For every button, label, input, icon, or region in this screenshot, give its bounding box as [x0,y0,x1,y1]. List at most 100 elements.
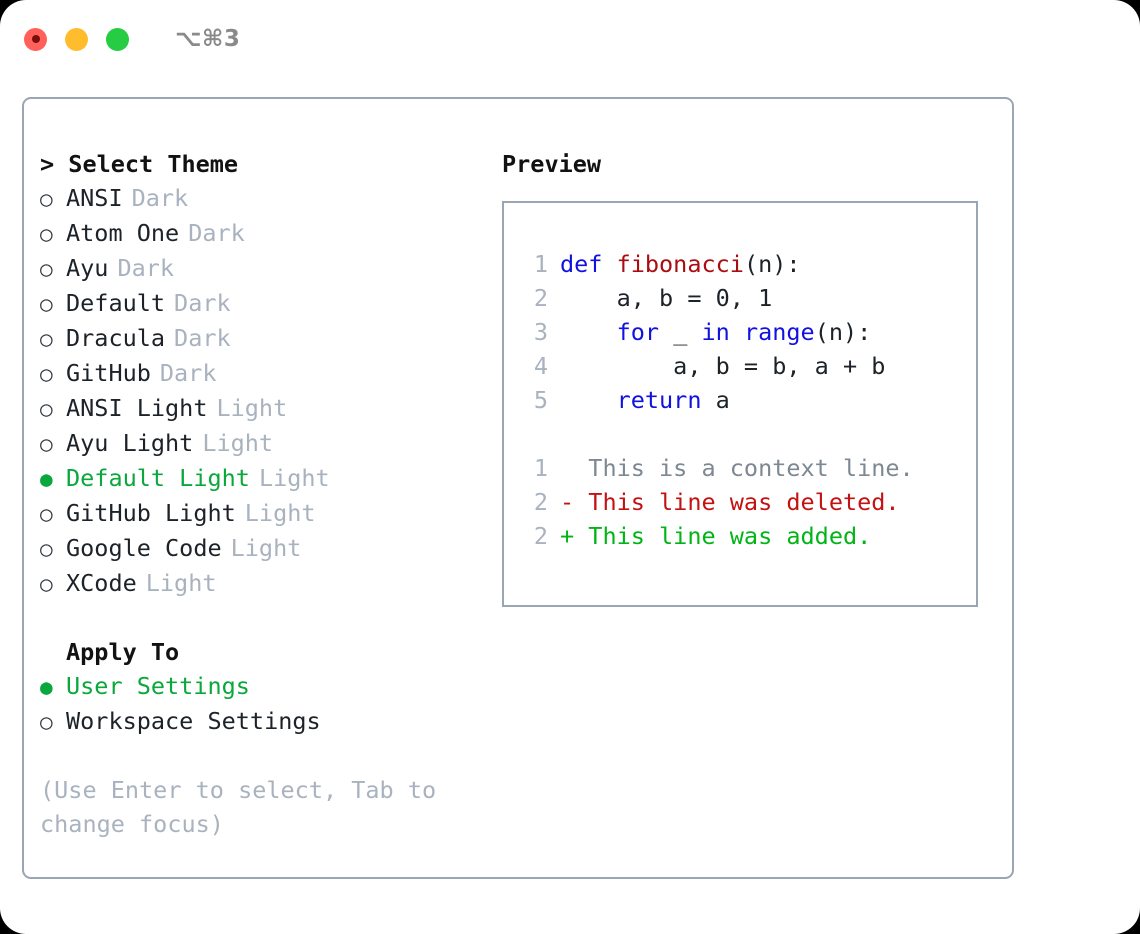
code-line: 3 for _ in range(n): [520,315,976,349]
theme-option-tag: Dark [174,324,231,352]
code-token-plain: a [701,386,730,414]
theme-option-tag: Light [145,569,217,597]
theme-option-ansi[interactable]: ○ ANSI Dark [40,181,500,216]
title-bar: ⌥⌘3 [0,0,1140,78]
keyboard-shortcut-label: ⌥⌘3 [175,26,241,52]
close-window-button[interactable] [24,27,47,51]
code-token-plain: a, b = b, a + b [560,352,886,380]
line-number: 2 [533,522,548,550]
radio-unselected-icon: ○ [40,257,53,281]
traffic-light-group [24,27,129,51]
theme-option-tag: Light [230,534,302,562]
section-spacer [40,601,500,635]
radio-unselected-icon: ○ [40,572,53,596]
theme-option-tag: Light [258,464,330,492]
theme-option-label: ANSI [66,184,123,212]
code-token-plain: (n): [743,250,801,278]
theme-option-tag: Dark [174,289,231,317]
theme-option-tag: Dark [117,254,175,282]
code-line: 5 return a [520,383,976,417]
radio-unselected-icon: ○ [40,327,53,351]
theme-option-label: Google Code [66,534,222,562]
radio-unselected-icon: ○ [40,502,53,526]
diff-line-content: - This line was deleted. [560,488,900,516]
theme-option-tag: Dark [188,219,245,247]
theme-option-label: GitHub Light [66,499,236,527]
code-token-kw: for [616,318,660,346]
diff-line-content: + This line was added. [560,522,872,550]
code-token-fn: fibonacci [616,250,744,278]
theme-option-default-light[interactable]: ● Default Light Light [40,461,500,496]
apply-to-option-label: Workspace Settings [66,707,321,735]
keyboard-hint-text: (Use Enter to select, Tab to change focu… [40,776,437,838]
code-token-kw: in [701,318,730,346]
radio-unselected-icon: ○ [40,222,53,246]
code-line-content: a, b = b, a + b [560,349,885,383]
line-number: 2 [533,284,548,312]
code-line-content: for _ in range(n): [560,315,872,349]
theme-option-label: Atom One [66,219,180,247]
theme-option-label: Default [66,289,166,317]
radio-unselected-icon: ○ [40,537,53,561]
line-number: 1 [533,454,548,482]
theme-option-github-light[interactable]: ○ GitHub Light Light [40,496,500,531]
theme-option-tag: Dark [131,184,189,212]
apply-to-option-user-settings[interactable]: ●User Settings [40,669,500,704]
radio-unselected-icon: ○ [40,292,53,316]
code-token-kw: def [560,250,617,278]
maximize-window-button[interactable] [106,27,129,51]
theme-option-tag: Light [202,429,274,457]
code-line: 2 a, b = 0, 1 [520,281,976,315]
theme-option-xcode[interactable]: ○ XCode Light [40,566,500,601]
line-number: 3 [533,318,548,346]
theme-option-label: GitHub [66,359,151,387]
theme-option-label: ANSI Light [66,394,208,422]
theme-option-tag: Light [216,394,288,422]
apply-to-heading: Apply To [66,638,180,666]
radio-unselected-icon: ○ [40,362,53,386]
theme-option-ayu[interactable]: ○ Ayu Dark [40,251,500,286]
radio-selected-icon: ● [40,467,53,491]
apply-to-list[interactable]: ●User Settings ○ Workspace Settings [40,669,500,739]
code-token-kw: range [743,318,815,346]
line-number: 2 [533,488,548,516]
diff-line-context: 1 This is a context line. [520,451,976,485]
theme-option-label: Ayu [66,254,109,282]
theme-option-google-code[interactable]: ○ Google Code Light [40,531,500,566]
theme-option-dracula[interactable]: ○ Dracula Dark [40,321,500,356]
preview-heading: Preview [502,150,602,178]
apply-to-option-workspace-settings[interactable]: ○ Workspace Settings [40,704,500,739]
select-theme-heading: > Select Theme [40,150,239,178]
theme-option-label: XCode [66,569,137,597]
theme-option-tag: Dark [159,359,217,387]
line-number: 5 [533,386,548,414]
apply-to-option-label: User Settings [66,672,250,700]
theme-option-label: Dracula [66,324,166,352]
code-line: 1 def fibonacci(n): [520,247,976,281]
radio-unselected-icon: ○ [40,710,53,734]
theme-option-atom-one[interactable]: ○ Atom One Dark [40,216,500,251]
theme-option-tag: Light [244,499,316,527]
code-line: 4 a, b = b, a + b [520,349,976,383]
radio-unselected-icon: ○ [40,432,53,456]
code-token-plain [560,318,617,346]
code-token-plain [730,318,744,346]
line-number: 1 [533,250,548,278]
radio-unselected-icon: ○ [40,187,53,211]
code-token-plain: a, b = 0, 1 [560,284,773,312]
code-token-kw: return [616,386,702,414]
theme-option-default[interactable]: ○ Default Dark [40,286,500,321]
theme-option-label: Default Light [66,464,250,492]
code-token-plain: (n): [814,318,872,346]
code-line-content: a, b = 0, 1 [560,281,773,315]
theme-option-github[interactable]: ○ GitHub Dark [40,356,500,391]
minimize-window-button[interactable] [65,27,88,51]
diff-sample: 1 This is a context line. 2 - This line wa… [520,451,976,553]
